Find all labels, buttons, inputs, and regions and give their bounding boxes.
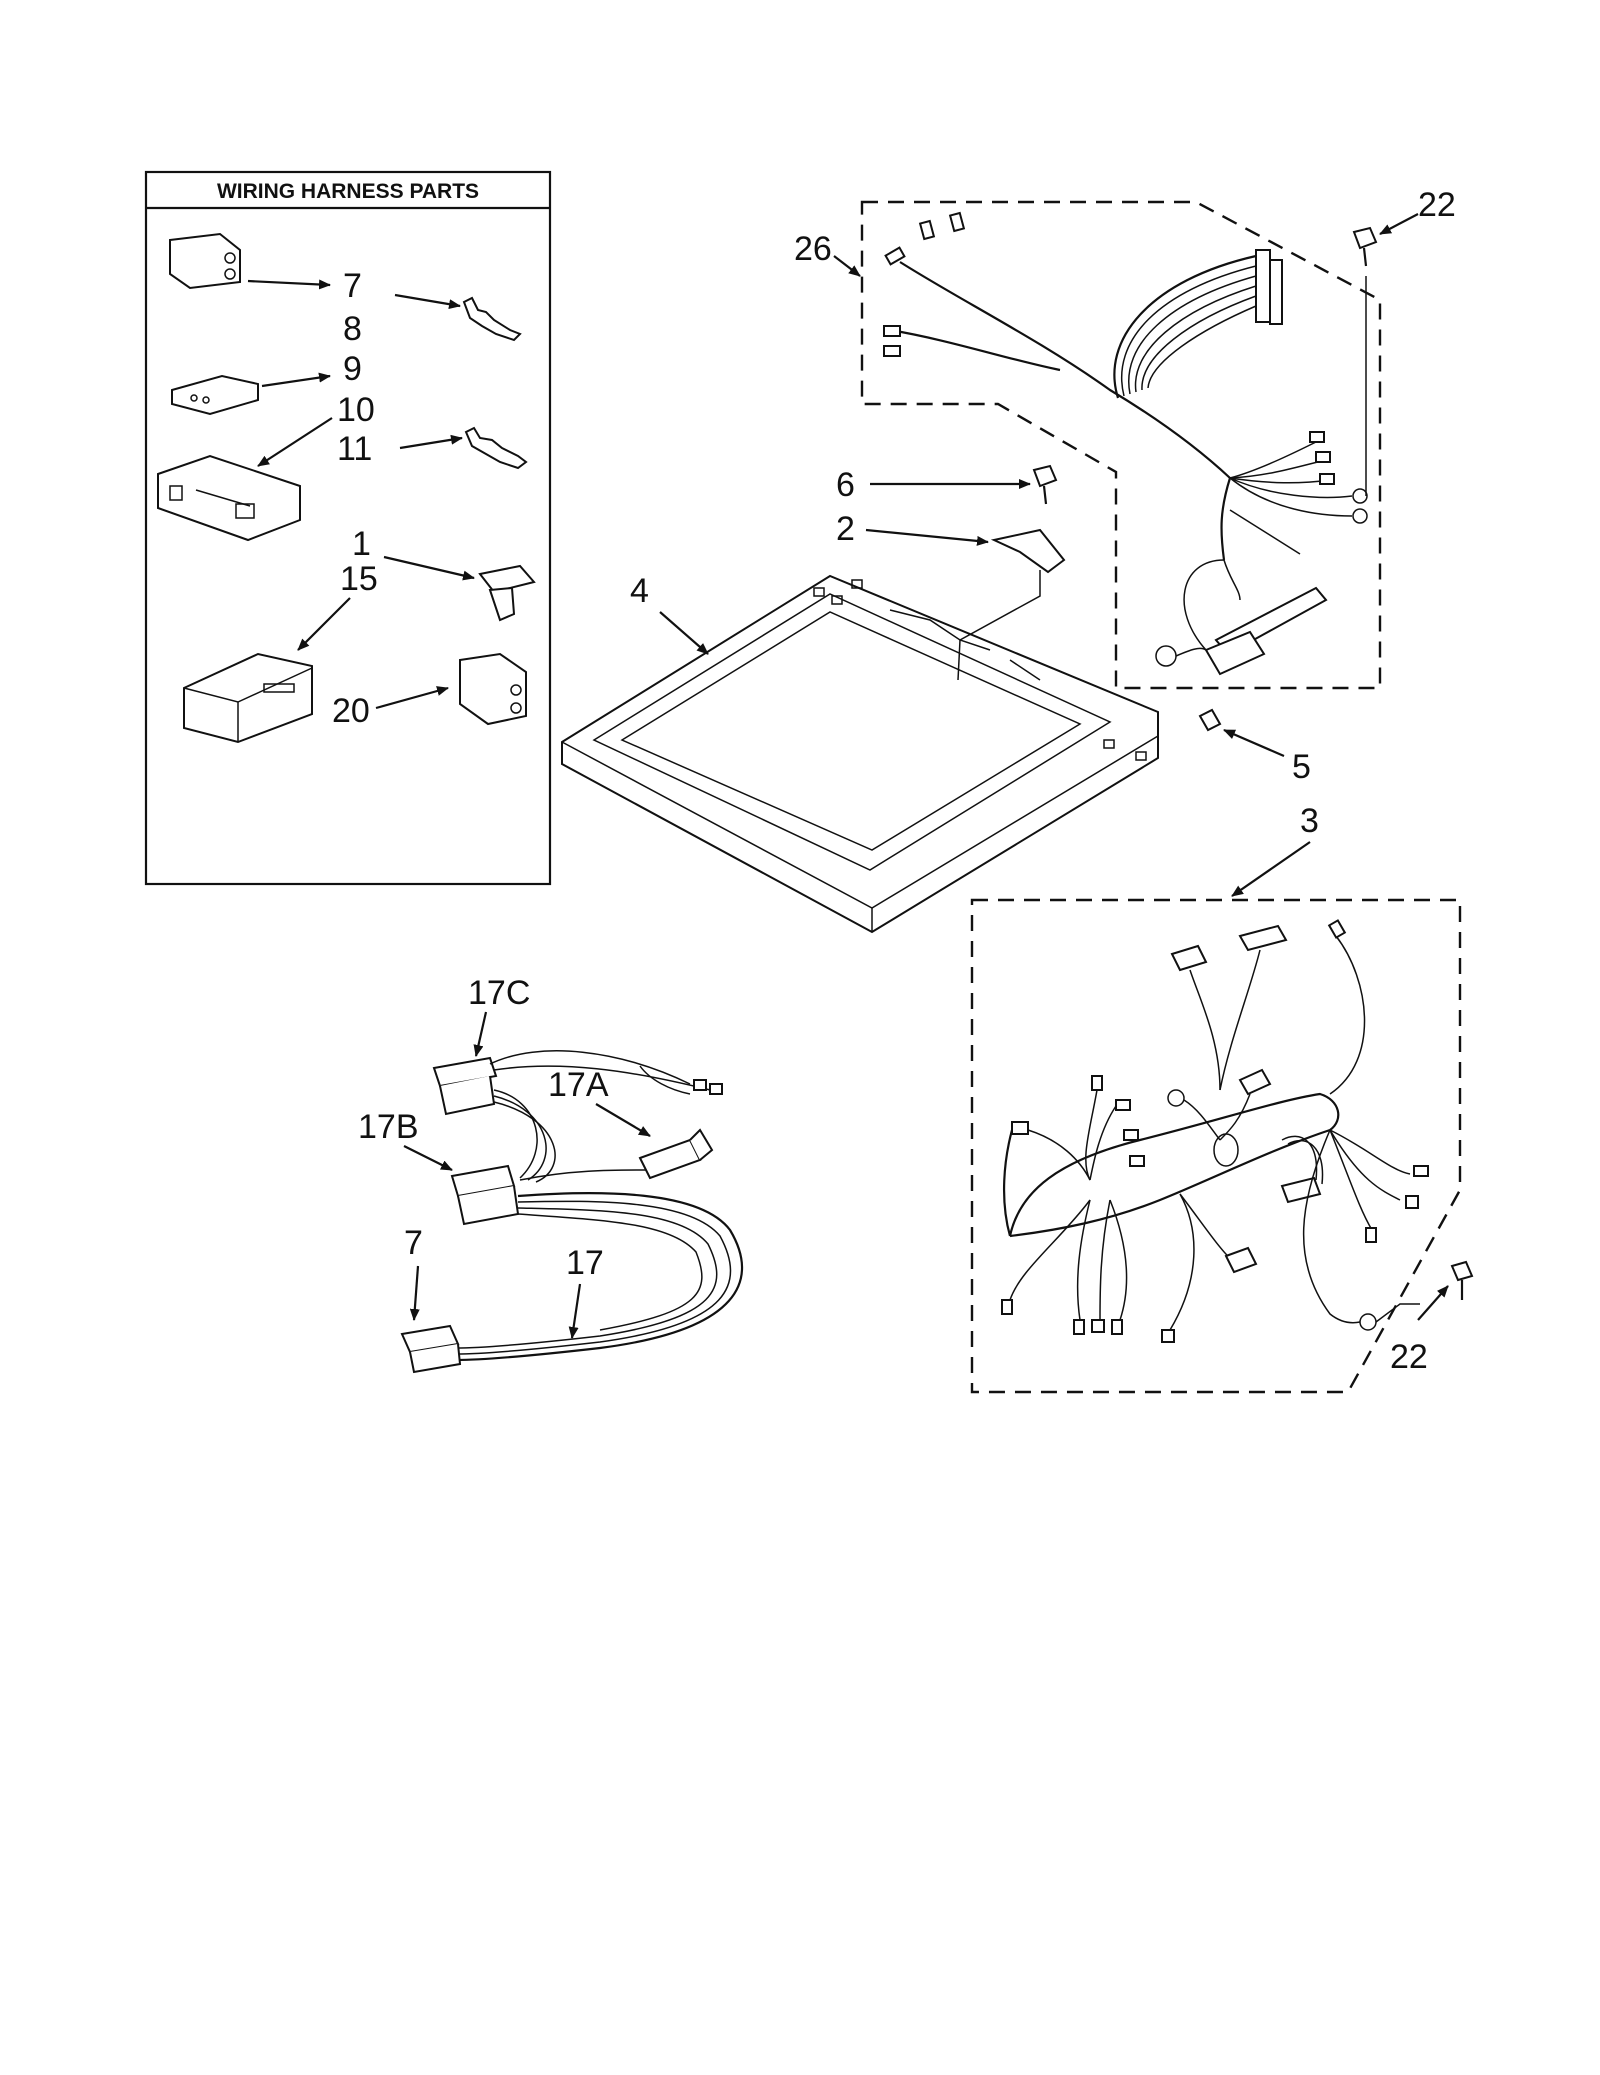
housing-10-icon [157, 454, 301, 542]
callout-1: 1 [352, 525, 371, 563]
callout-9: 9 [343, 350, 362, 388]
callout-11: 11 [337, 430, 372, 468]
callout-26: 26 [794, 230, 832, 268]
callout-20: 20 [332, 692, 370, 730]
callout-6: 6 [836, 466, 855, 504]
connector-20-icon [459, 652, 527, 726]
callout-8: 8 [343, 310, 362, 348]
harness-3-icon [970, 898, 1462, 1394]
callout-17B: 17B [358, 1108, 419, 1146]
clip-5-icon [1198, 708, 1222, 732]
callout-2: 2 [836, 510, 855, 548]
screw-22-top-icon [1352, 226, 1378, 267]
callout-15: 15 [340, 560, 378, 598]
wiring-harness-parts-legend: WIRING HARNESS PARTS 7 8 9 10 11 [144, 170, 552, 886]
terminal-8-icon [462, 296, 522, 342]
harness-26-icon [860, 200, 1382, 690]
callout-3: 3 [1300, 802, 1319, 840]
callout-7-legend: 7 [343, 267, 362, 305]
legend-frame [144, 170, 552, 886]
callout-17C: 17C [468, 974, 530, 1012]
callout-5: 5 [1292, 748, 1311, 786]
legend-title: WIRING HARNESS PARTS [217, 180, 479, 203]
connector-7-icon [169, 232, 241, 290]
callout-22-bottom: 22 [1390, 1338, 1428, 1376]
callout-22-top: 22 [1418, 186, 1456, 224]
callout-4: 4 [630, 572, 649, 610]
harness-17-icon [400, 1050, 744, 1374]
top-panel-4-icon [561, 574, 1159, 934]
housing-9-icon [171, 374, 259, 416]
callout-17: 17 [566, 1244, 604, 1282]
screw-22-bottom-icon [1450, 1260, 1474, 1300]
screw-6-icon [1032, 464, 1058, 505]
terminal-11-icon [464, 426, 528, 470]
bracket-2-icon [990, 528, 1066, 574]
connector-block-15-icon [183, 652, 313, 744]
callout-17A: 17A [548, 1066, 609, 1104]
callout-7-harness: 7 [404, 1224, 423, 1262]
clip-1-icon [478, 564, 536, 622]
callout-10: 10 [337, 391, 375, 429]
